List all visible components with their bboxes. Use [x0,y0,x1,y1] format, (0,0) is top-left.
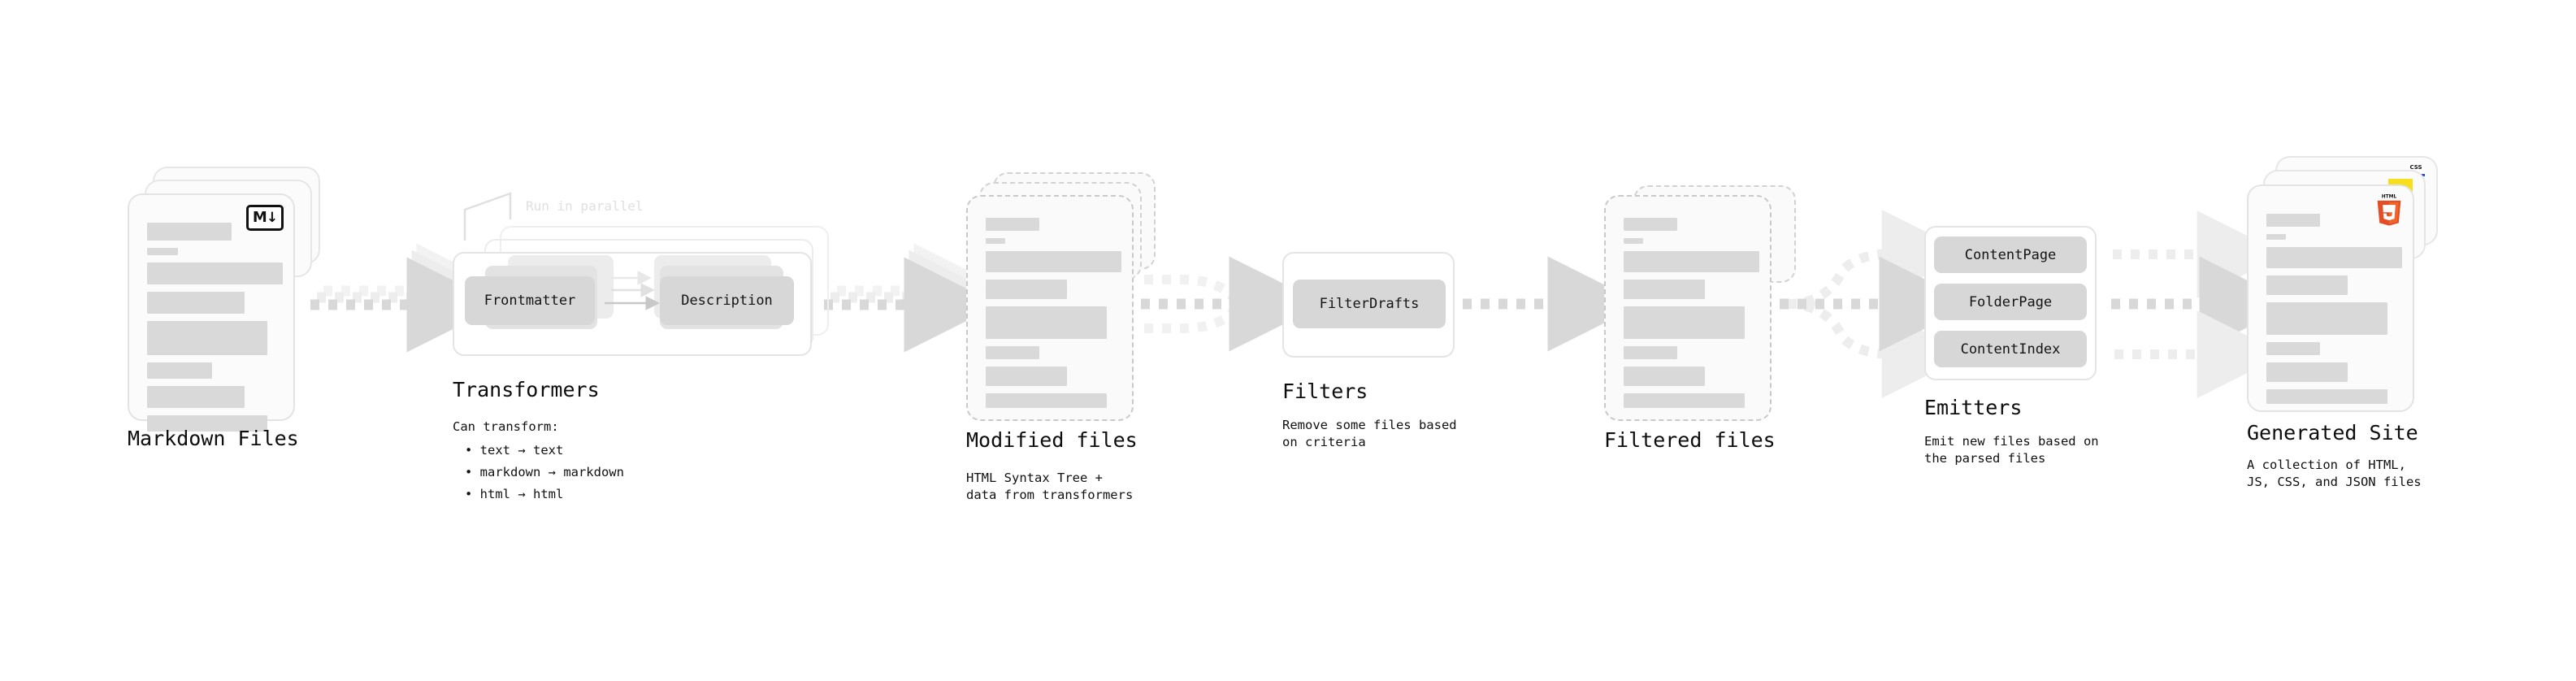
markdown-badge-letter: M [252,209,267,226]
doc-bar [2266,362,2348,382]
doc-bar [986,393,1107,408]
doc-bar [2266,389,2387,404]
doc-bar [1624,367,1705,386]
transformers-bullet-2: • markdown → markdown [465,465,624,479]
doc-bar [147,321,267,355]
markdown-document-lines [147,223,283,439]
doc-bar [2266,275,2348,295]
doc-bar [147,248,178,255]
stage-title-filters: Filters [1282,380,1368,403]
run-in-parallel-label: Run in parallel [526,198,644,214]
stage-title-markdown-files: Markdown Files [128,427,299,450]
doc-bar [986,346,1039,359]
doc-bar [147,415,267,432]
doc-bar [1624,346,1677,359]
run-in-parallel-bracket [463,192,512,241]
transformer-inner-arrows [605,271,660,310]
generated-site-document-lines [2266,214,2402,411]
doc-bar [986,238,1005,244]
doc-bar [1624,251,1759,272]
modified-files-subtitle: HTML Syntax Tree + data from transformer… [966,471,1134,502]
stage-emitters: ContentPage FolderPage ContentIndex Emit… [1924,226,2099,466]
doc-bar [1624,238,1643,244]
arrow-transformers-to-modified [824,243,1009,353]
doc-bar [2266,342,2320,355]
generated-site-document-card[interactable]: HTML [2247,184,2414,412]
doc-bar [1624,393,1745,408]
doc-bar [986,306,1107,339]
stage-markdown-files: M↓ Markdown Files [0,0,341,681]
doc-bar [1624,280,1705,299]
filter-chip-filterdrafts[interactable]: FilterDrafts [1293,280,1446,328]
emitter-chip-folderpage[interactable]: FolderPage [1934,284,2087,320]
markdown-badge: M↓ [246,205,284,231]
doc-bar [2266,247,2402,268]
stage-transformers: Run in parallel [0,0,861,681]
doc-bar [147,362,212,379]
doc-bar [986,280,1067,299]
modified-document-card[interactable] [966,195,1134,421]
stage-filtered-files: Filtered files [1604,185,1796,452]
markdown-document-card[interactable]: M↓ [128,193,295,432]
filtered-document-card[interactable] [1604,195,1772,421]
generated-site-subtitle: A collection of HTML, JS, CSS, and JSON … [2247,458,2422,489]
svg-text:HTML: HTML [2382,195,2397,200]
emitters-subtitle: Emit new files based on the parsed files [1924,434,2099,466]
transformer-chip-description[interactable]: Description [660,276,794,325]
transformers-bullet-1: • text → text [465,443,564,458]
stage-title-modified-files: Modified files [966,428,1138,452]
stage-title-generated-site: Generated Site [2247,421,2418,445]
doc-bar [986,251,1121,272]
stage-filters: FilterDrafts Filters Remove some files b… [1282,252,1457,449]
arrow-markdown-to-transformers [310,243,512,353]
stage-title-emitters: Emitters [1924,396,2023,419]
filters-subtitle: Remove some files based on criteria [1282,418,1457,449]
doc-bar [1624,218,1677,231]
transformers-subtitle: Can transform: [453,419,559,434]
doc-bar [147,223,232,241]
doc-bar [986,367,1067,386]
transformer-chip-frontmatter[interactable]: Frontmatter [465,276,595,325]
doc-bar [2266,214,2320,227]
html5-badge: HTML [2375,193,2403,227]
arrow-modified-to-filters [1141,256,1325,352]
stage-title-transformers: Transformers [453,378,600,401]
doc-bar [147,262,283,284]
markdown-badge-arrow: ↓ [266,209,278,226]
doc-bar [147,292,245,314]
doc-bar [147,386,245,408]
stage-modified-files: Modified files HTML Syntax Tree + data f… [0,0,1178,681]
doc-bar [2266,302,2387,335]
stage-title-filtered-files: Filtered files [1604,428,1776,452]
filtered-document-lines [1624,218,1759,415]
emitter-chip-contentindex[interactable]: ContentIndex [1934,331,2087,367]
doc-bar [986,218,1039,231]
doc-bar [1624,306,1745,339]
emitter-chip-contentpage[interactable]: ContentPage [1934,236,2087,273]
arrow-emitters-to-site [2111,210,2295,398]
arrow-filtered-to-emitters [1780,210,1975,398]
doc-bar [2266,234,2286,240]
modified-document-lines [986,218,1121,415]
transformers-bullet-3: • html → html [465,487,564,501]
